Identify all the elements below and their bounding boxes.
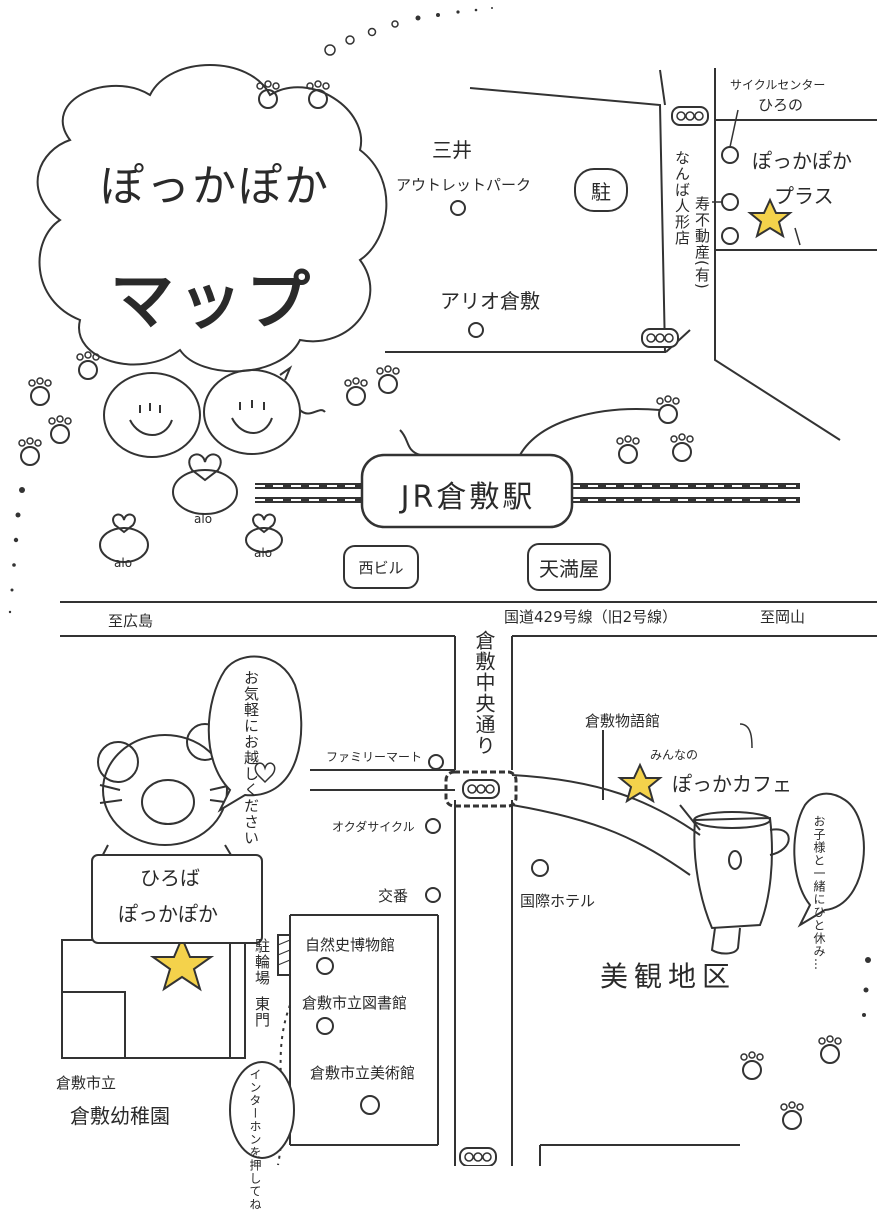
chuo-dori-label: 倉敷中央通り bbox=[472, 630, 496, 756]
rest-bubble-text: お子様と一緒にひと休み… bbox=[812, 815, 826, 971]
namba-doll-label: なんば人形店 bbox=[673, 150, 691, 246]
outlet-park-label: アウトレットパーク bbox=[396, 176, 532, 194]
ario-label: アリオ倉敷 bbox=[440, 289, 540, 313]
kokusai-hotel-label: 国際ホテル bbox=[520, 892, 596, 910]
intercom-text: インターホンを押してね bbox=[248, 1068, 262, 1211]
kindergarten-owner-label: 倉敷市立 bbox=[56, 1074, 117, 1092]
bikan-district-label: 美観地区 bbox=[600, 960, 737, 993]
library-label: 倉敷市立図書館 bbox=[302, 994, 408, 1012]
title-cloud bbox=[36, 64, 388, 373]
koban-label: 交番 bbox=[378, 887, 409, 905]
map-title-line1: ぽっかぽか bbox=[100, 161, 330, 212]
art-museum-label: 倉敷市立美術館 bbox=[310, 1064, 416, 1082]
dots-decoration bbox=[8, 487, 871, 1017]
welcome-bubble bbox=[207, 655, 303, 813]
railway bbox=[255, 483, 800, 503]
parking-label: 駐 bbox=[574, 168, 628, 212]
dot-trail bbox=[324, 7, 493, 56]
rest-bubble bbox=[793, 792, 865, 928]
signal-bottom bbox=[459, 1147, 497, 1166]
mitsui-label: 三井 bbox=[432, 138, 472, 162]
flower-tag-3: alo bbox=[254, 546, 273, 560]
station-box bbox=[360, 453, 574, 529]
natural-history-label: 自然史博物館 bbox=[305, 936, 396, 954]
star-markers bbox=[149, 197, 793, 992]
kurashiki-story-label: 倉敷物語館 bbox=[585, 712, 661, 730]
cup-character bbox=[679, 804, 790, 955]
flower-tag-2: alo bbox=[114, 556, 133, 570]
east-gate-label: 東門 bbox=[253, 996, 271, 1028]
hiroba-label: ひろば bbox=[140, 866, 200, 890]
route-429-label: 国道429号線（旧2号線） bbox=[504, 608, 678, 626]
cycle-center-label: サイクルセンター bbox=[730, 78, 826, 92]
kids-illustration bbox=[103, 365, 326, 458]
station-label: JR倉敷駅 bbox=[400, 480, 536, 515]
flower-illustrations bbox=[99, 453, 283, 563]
bicycle-parking-label: 駐輪場 bbox=[253, 938, 271, 986]
signal-center bbox=[462, 779, 500, 799]
pokka-plus-line1: ぽっかぽか bbox=[752, 149, 852, 173]
hiroba-sign bbox=[91, 854, 263, 944]
kotobuki-label: 寿不動産(有) bbox=[693, 196, 711, 290]
to-okayama-label: 至岡山 bbox=[760, 608, 806, 626]
hand-drawn-map bbox=[8, 7, 877, 1166]
to-hiroshima-label: 至広島 bbox=[108, 612, 154, 630]
pokka-cafe-label: ぽっかカフェ bbox=[672, 772, 792, 796]
tenmaya-box: 天満屋 bbox=[527, 543, 611, 591]
minna-no-label: みんなの bbox=[650, 748, 699, 762]
okuda-cycle-label: オクダサイクル bbox=[332, 820, 415, 834]
familymart-label: ファミリーマート bbox=[326, 750, 423, 764]
cycle-center-name: ひろの bbox=[758, 96, 804, 114]
intercom-bubble bbox=[229, 1061, 295, 1159]
welcome-bubble-text: お気軽にお越しください bbox=[242, 670, 260, 846]
intersection bbox=[444, 770, 518, 808]
hiroba-name-label: ぽっかぽか bbox=[118, 902, 218, 926]
map-title-line2: マップ bbox=[110, 265, 314, 339]
upper-roads bbox=[385, 68, 877, 456]
pokka-plus-line2: プラス bbox=[774, 184, 834, 208]
flower-tag-1: alo bbox=[194, 512, 213, 526]
signal-top bbox=[671, 106, 709, 126]
nishi-biru-box: 西ビル bbox=[343, 545, 419, 589]
signal-right bbox=[641, 328, 679, 348]
kindergarten-label: 倉敷幼稚園 bbox=[70, 1104, 170, 1128]
